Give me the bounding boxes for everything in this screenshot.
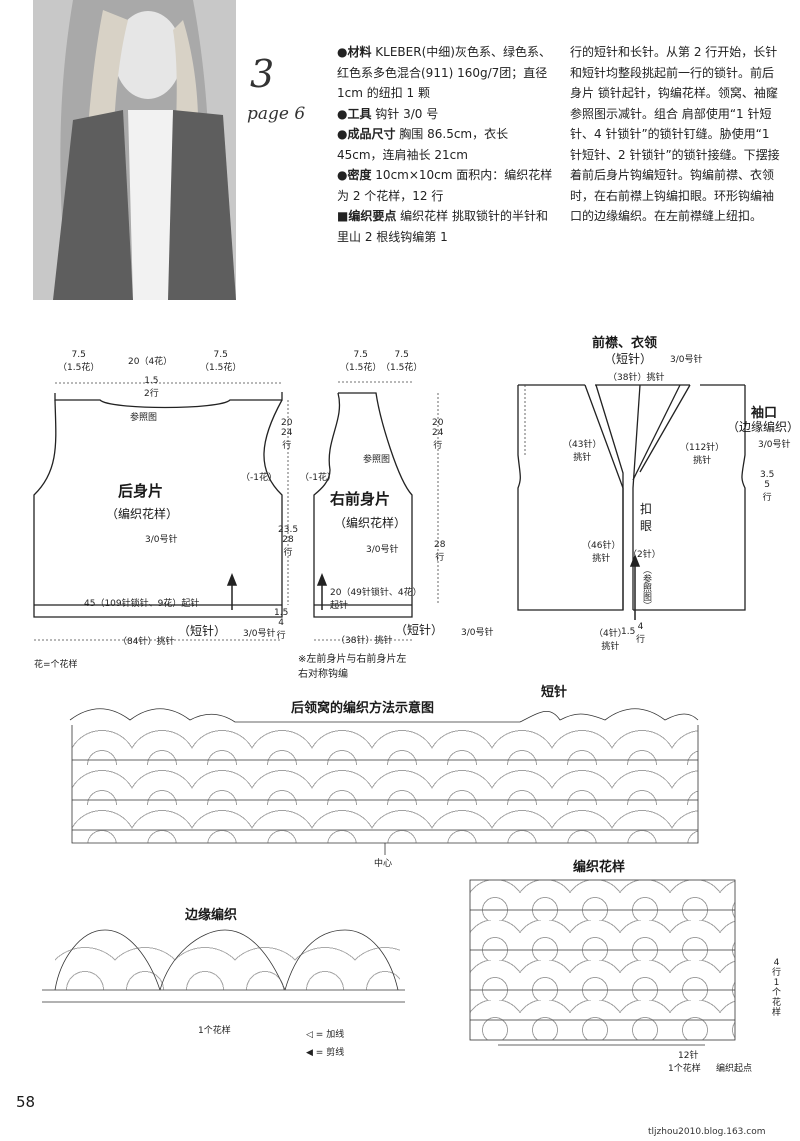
pattern-chart-title: 编织花样 [573, 860, 626, 875]
front-top-left-dim: 7.5 （1.5花） [340, 350, 382, 373]
back-hem-hook: 3/0号针 [243, 629, 276, 639]
flower-note: 花=个花样 [34, 660, 78, 670]
instructions-column-1: ●材料 KLEBER(中细)灰色系、绿色系、红色系多色混合(911) 160g/… [337, 42, 553, 247]
back-armhole-height: 20 24 行 [281, 418, 293, 451]
model-photo [33, 0, 236, 300]
materials-line: ●材料 KLEBER(中细)灰色系、绿色系、红色系多色混合(911) 160g/… [337, 45, 551, 100]
band-ref: （参照图） [641, 565, 651, 610]
front-hem-label: （短针） [395, 623, 444, 637]
sleeve-subtitle: （边缘编织） [727, 420, 800, 434]
front-start-chain: 20（49针锁针、4花） 起针 [330, 588, 422, 611]
band-subtitle: （短针） [604, 352, 653, 366]
band-title: 前襟、衣领 [592, 336, 658, 351]
front-hem-hook: 3/0号针 [461, 628, 494, 638]
front-armhole-height: 20 24 行 [432, 418, 444, 451]
front-panel-title: 右前身片 [330, 490, 391, 508]
front-ref: 参照图 [363, 455, 391, 465]
edge-chart-title: 边缘编织 [185, 908, 238, 923]
band-front-left: （46针） 挑针 [582, 541, 621, 564]
front-top-right-dim: 7.5 （1.5花） [381, 350, 423, 373]
front-mirror-note: ※左前身片与右前身片左 右对称钩编 [298, 654, 407, 680]
pattern-chart-rows: 4 行 1 个 花 样 [772, 958, 782, 1018]
back-neck-depth: 1.5 2行 [144, 376, 159, 399]
sleeve-hook: 3/0号针 [758, 440, 791, 450]
buttonhole-label: 扣 眼 [640, 502, 653, 533]
back-armhole-dec: （-1花） [241, 473, 277, 483]
neck-chart-center: 中心 [374, 859, 393, 869]
edge-chart-stitches [55, 935, 400, 990]
pattern-chart-repeat: 1个花样 [668, 1064, 701, 1074]
add-yarn-icon: ◁ [306, 1030, 316, 1040]
back-start-chain: 45（109针锁针、9花）起针 [84, 599, 200, 609]
sleeve-title: 袖口 [751, 406, 778, 421]
pattern-chart-sts: 12针 [678, 1051, 699, 1061]
front-body-height: 28 行 [434, 540, 446, 563]
page-number: 58 [16, 1093, 36, 1111]
front-panel-subtitle: （编织花样） [334, 516, 407, 530]
watermark: tljzhou2010.blog.163.com [648, 1127, 766, 1137]
pattern-chart-stitches [470, 880, 735, 1040]
band-two-sts: （2针） [628, 550, 661, 560]
band-bottom-height: 1.5 [621, 627, 636, 637]
band-neck-right: （112针） 挑针 [680, 443, 725, 466]
sleeve-height: 3.5 5 行 [760, 470, 775, 503]
front-pick-sts: （38针）挑针 [336, 636, 393, 646]
legend-cut-yarn: ◀ = 剪线 [306, 1048, 345, 1058]
back-ref: 参照图 [130, 413, 158, 423]
back-hem-height: 1.5 4 行 [274, 608, 289, 641]
gauge-line: ●密度 10cm×10cm 面积内：编织花样为 2 个花样，12 行 [337, 168, 553, 203]
back-hem-label: （短针） [178, 624, 227, 638]
legend-add-yarn: ◁ = 加线 [306, 1030, 345, 1040]
back-panel-subtitle: （编织花样） [106, 507, 179, 521]
neck-chart-stitches [72, 725, 698, 843]
cut-yarn-icon: ◀ [306, 1048, 316, 1058]
page-reference: page 6 [247, 104, 306, 124]
band-neck-left: （43针） 挑针 [563, 440, 602, 463]
neck-chart-title: 后领窝的编织方法示意图 [291, 701, 435, 716]
edge-chart-repeat: 1个花样 [198, 1026, 231, 1036]
neck-chart-short-label: 短针 [541, 685, 568, 700]
pattern-number: 3 [250, 52, 275, 96]
band-bottom-sts: （4针） 挑针 [594, 629, 627, 652]
front-armhole-dec: （-1花） [300, 473, 336, 483]
tips-line: ■编织要点 编织花样 挑取锁针的半针和里山 2 根线钩编第 1 [337, 209, 548, 244]
size-line: ●成品尺寸 胸围 86.5cm，衣长 45cm，连肩袖长 21cm [337, 127, 509, 162]
tools-line: ●工具 钩针 3/0 号 [337, 106, 439, 121]
back-top-mid-dim: 20（4花） [128, 357, 173, 367]
pattern-chart-start: 编织起点 [716, 1064, 753, 1074]
band-hook: 3/0号针 [670, 355, 703, 365]
front-panel-hook: 3/0号针 [366, 545, 399, 555]
band-bottom-rows: 4 行 [636, 622, 646, 645]
back-pick-sts: （84针）挑针 [118, 637, 175, 647]
band-back-neck: （38针）挑针 [608, 373, 665, 383]
back-panel-hook: 3/0号针 [145, 535, 178, 545]
model-figure-icon [33, 0, 236, 300]
back-top-left-dim: 7.5 （1.5花） [58, 350, 100, 373]
back-body-height: 23.5 28 行 [278, 525, 299, 558]
instructions-column-2: 行的短针和长针。从第 2 行开始，长针和短针均整段挑起前一行的锁针。前后身片 锁… [570, 45, 780, 223]
back-top-right-dim: 7.5 （1.5花） [200, 350, 242, 373]
back-panel-title: 后身片 [118, 482, 164, 500]
